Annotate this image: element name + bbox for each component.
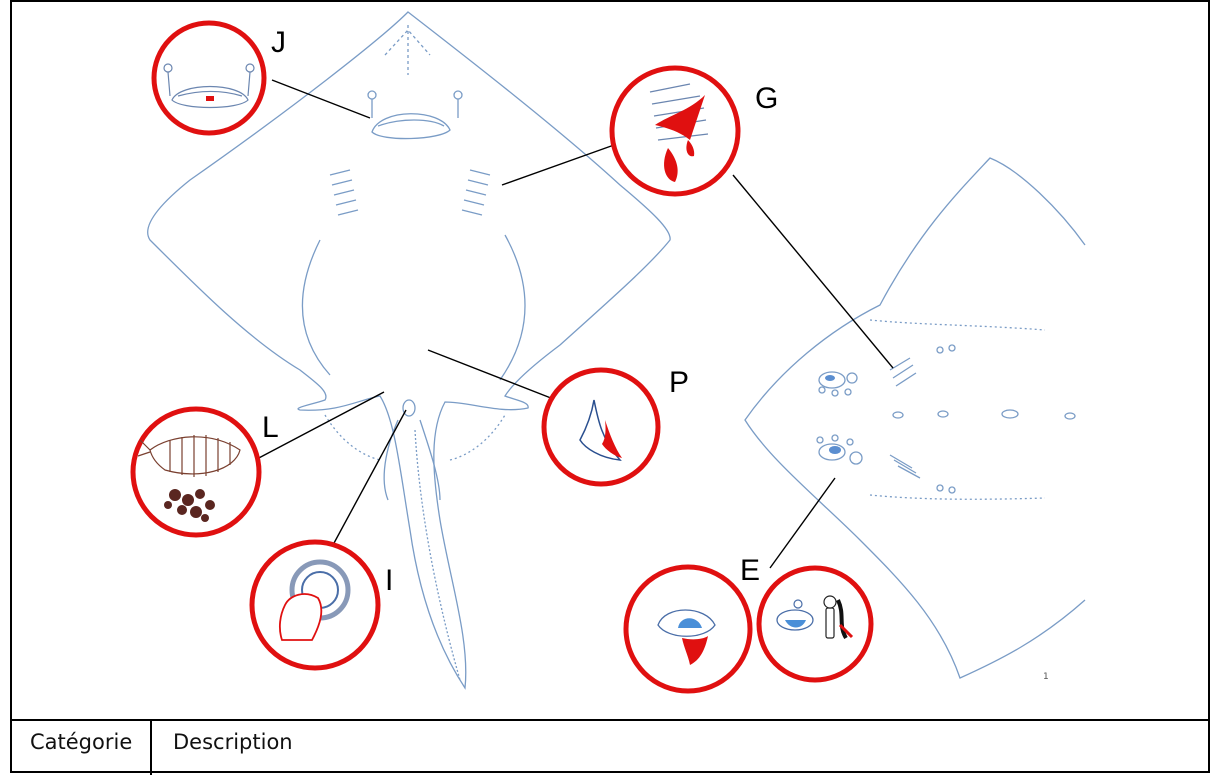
leader-g-dorsal xyxy=(732,174,894,369)
label-g: G xyxy=(755,82,778,115)
marker-e-right xyxy=(756,565,874,683)
pelvic-fringe-left xyxy=(324,414,381,461)
footnote-number: 1 xyxy=(1043,672,1049,682)
vent xyxy=(402,399,416,417)
leader-l xyxy=(254,391,385,461)
leader-p xyxy=(427,349,557,401)
marker-i xyxy=(249,539,381,671)
label-i: I xyxy=(385,564,393,597)
ray-dorsal-illustration xyxy=(744,157,1086,679)
label-p: P xyxy=(669,366,689,399)
label-l: L xyxy=(262,411,279,444)
mouth xyxy=(371,113,451,140)
tail-line xyxy=(414,429,461,681)
leader-j xyxy=(271,79,371,119)
ray-ventral-illustration xyxy=(147,11,671,690)
ray-disc-outline xyxy=(147,11,671,690)
clasper-left xyxy=(383,419,399,501)
ray-diagram: J G P L I E 1 xyxy=(130,11,1086,694)
marker-l xyxy=(130,406,262,538)
label-e: E xyxy=(740,554,760,587)
marker-j-ring xyxy=(151,20,267,136)
clasper-right xyxy=(419,419,441,501)
marker-j xyxy=(151,20,267,136)
header-category: Catégorie xyxy=(30,730,133,754)
gill-slits-left xyxy=(329,169,359,216)
label-j: J xyxy=(271,26,286,59)
marker-e-right-ring xyxy=(756,565,874,683)
ray-belly-outline xyxy=(301,234,526,381)
marker-e-left xyxy=(623,564,753,694)
leader-lines xyxy=(254,79,894,569)
gill-slits-right xyxy=(461,169,491,216)
header-description: Description xyxy=(173,730,293,754)
table-divider xyxy=(12,719,1208,721)
leader-g xyxy=(501,144,615,186)
pelvic-fringe-right xyxy=(449,414,506,461)
marker-e-left-ring xyxy=(623,564,753,694)
dorsal-outline xyxy=(744,157,1086,679)
column-divider xyxy=(150,721,152,775)
marker-g xyxy=(609,65,741,197)
marker-p xyxy=(541,367,661,487)
figure-table: Catégorie Description xyxy=(10,0,1210,775)
leader-e xyxy=(769,477,836,569)
leader-i xyxy=(326,409,407,557)
